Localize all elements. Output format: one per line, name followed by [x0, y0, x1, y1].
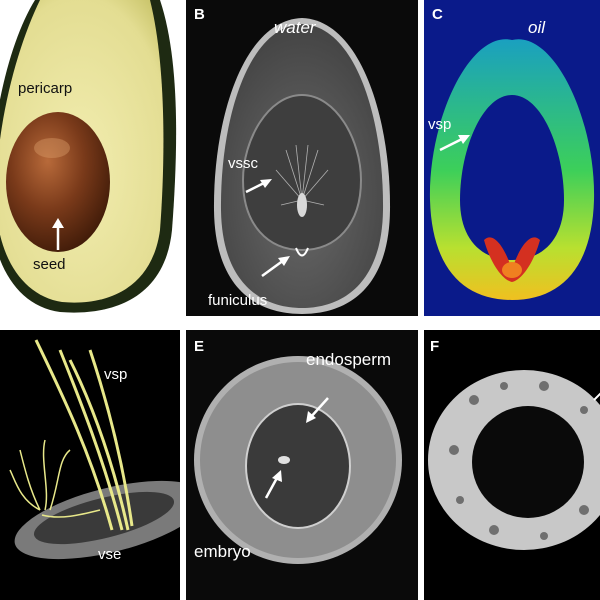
vssc-arrow: [245, 179, 272, 194]
panel-e: E endosperm embryo: [186, 330, 418, 600]
panel-a: pericarp seed: [0, 0, 180, 316]
water-mri-image: [213, 18, 391, 314]
avocado-illustration: [0, 0, 177, 313]
vessel-render-image: [9, 339, 180, 560]
label-vsp-c: vsp: [428, 116, 452, 133]
panel-f: F: [424, 330, 600, 600]
oil-mri-image: [429, 39, 595, 300]
label-oil: oil: [528, 18, 546, 37]
panel-b: B water vssc funiculus: [186, 0, 418, 316]
panel-b-letter: B: [194, 6, 205, 23]
ring-section-mri-image: [428, 370, 600, 550]
endosperm-arrow: [306, 397, 329, 423]
label-pericarp: pericarp: [18, 80, 73, 97]
vessel-lines: [34, 339, 134, 531]
embryo-arrow: [264, 470, 282, 499]
cross-section-mri-image: [194, 356, 402, 564]
label-vssc: vssc: [228, 155, 258, 172]
panel-e-letter: E: [194, 338, 205, 355]
label-vsp-d: vsp: [104, 366, 128, 383]
panel-d: vsp vse: [0, 330, 180, 600]
label-embryo: embryo: [194, 542, 251, 561]
vsp-arrow: [439, 135, 470, 152]
label-endosperm: endosperm: [306, 350, 392, 369]
panel-f-letter: F: [430, 338, 440, 355]
label-seed: seed: [33, 256, 66, 273]
panel-c-letter: C: [432, 6, 443, 23]
label-vse: vse: [98, 546, 122, 563]
label-funiculus: funiculus: [208, 292, 268, 309]
panel-c: C oil vsp: [424, 0, 600, 316]
funiculus-arrow: [261, 256, 290, 278]
seed-shape: [6, 112, 110, 252]
label-water: water: [274, 18, 316, 37]
